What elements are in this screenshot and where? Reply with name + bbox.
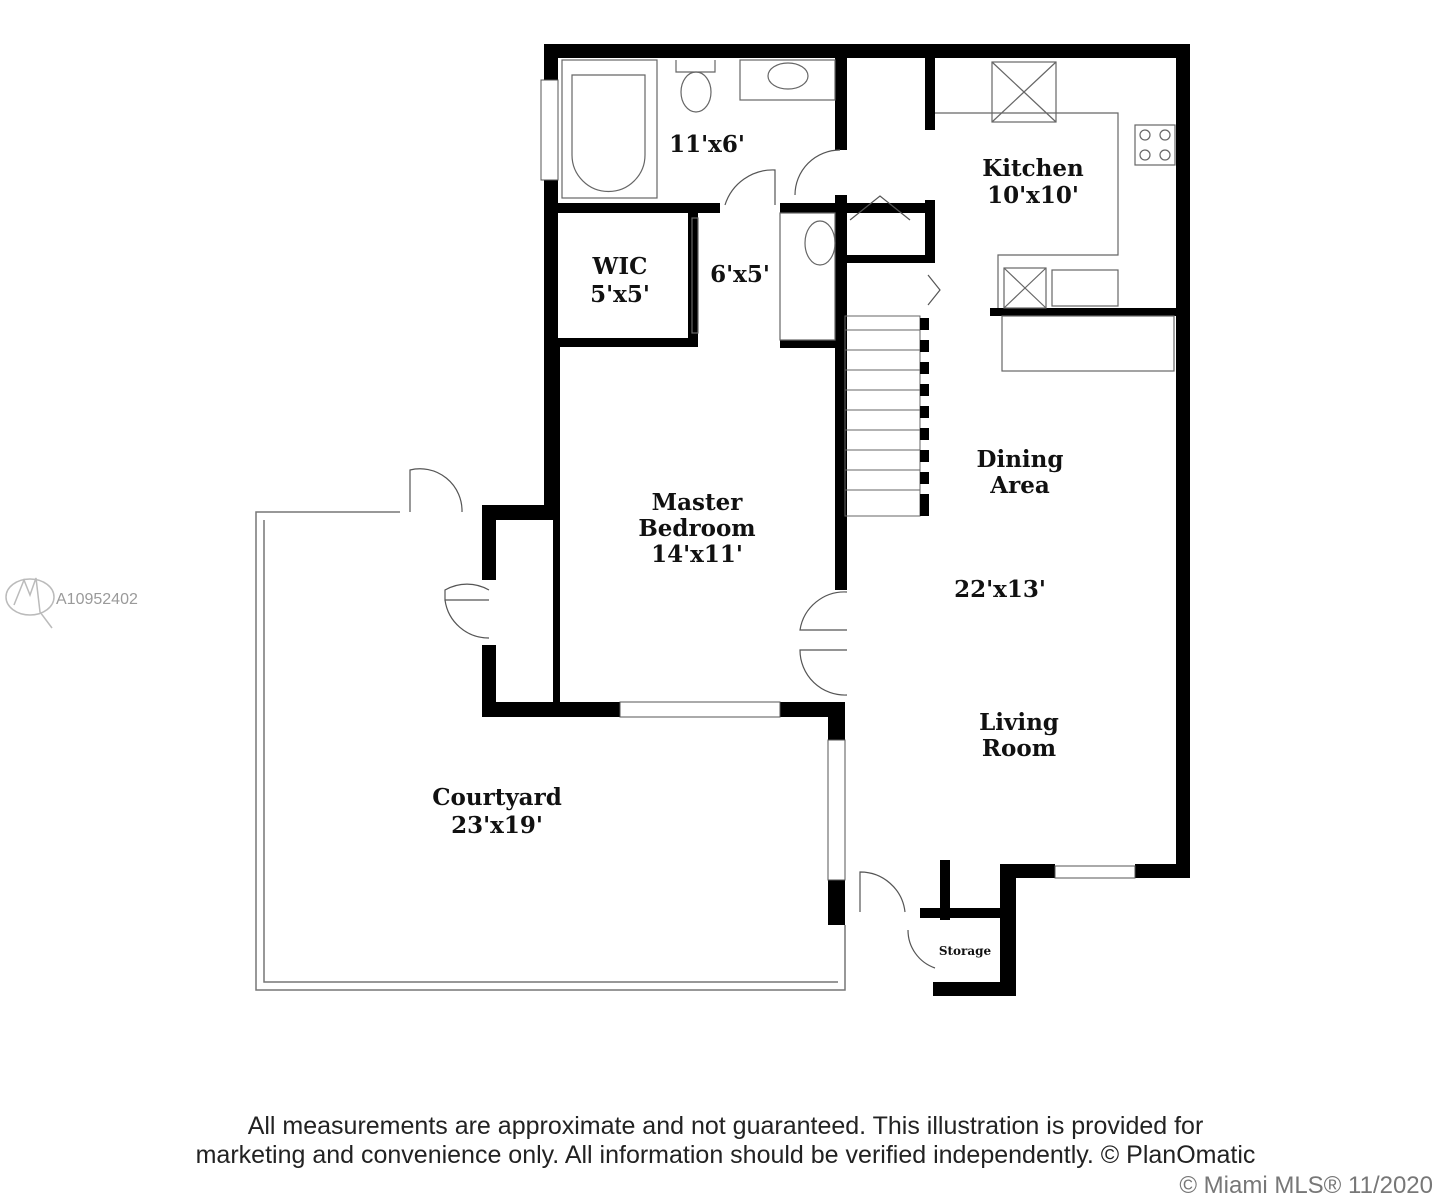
fixtures: [561, 59, 1176, 372]
doors: [409, 149, 941, 969]
listing-id-watermark: A10952402: [56, 591, 138, 608]
courtyard-label: Courtyard: [432, 784, 562, 811]
kitchen-label: Kitchen: [982, 155, 1084, 182]
walls: [482, 44, 1190, 996]
stairs: [844, 315, 921, 517]
storage-label: Storage: [939, 944, 992, 958]
dining-label-2: Area: [989, 472, 1050, 499]
bath-size: 11'x6': [669, 131, 745, 158]
courtyard-size: 23'x19': [451, 812, 543, 839]
master-label-1: Master: [652, 489, 744, 516]
disclaimer-line-2: marketing and convenience only. All info…: [195, 1141, 1256, 1169]
stair-rail: [920, 318, 929, 516]
living-label-2: Room: [982, 735, 1056, 762]
mls-logo-icon: [5, 577, 55, 629]
master-size: 14'x11': [651, 541, 743, 568]
master-label-2: Bedroom: [638, 515, 755, 542]
wic-label: WIC: [592, 253, 648, 280]
kitchen-size: 10'x10': [987, 182, 1079, 209]
hall-bath-size: 6'x5': [710, 261, 770, 288]
living-label-1: Living: [979, 709, 1059, 736]
wic-size: 5'x5': [590, 281, 650, 308]
disclaimer-line-1: All measurements are approximate and not…: [247, 1112, 1204, 1140]
courtyard-outline: [255, 511, 846, 991]
windows: [540, 79, 1136, 881]
copyright: © Miami MLS® 11/2020: [1179, 1172, 1433, 1199]
dining-label-1: Dining: [977, 446, 1064, 473]
great-room-size: 22'x13': [954, 576, 1046, 603]
